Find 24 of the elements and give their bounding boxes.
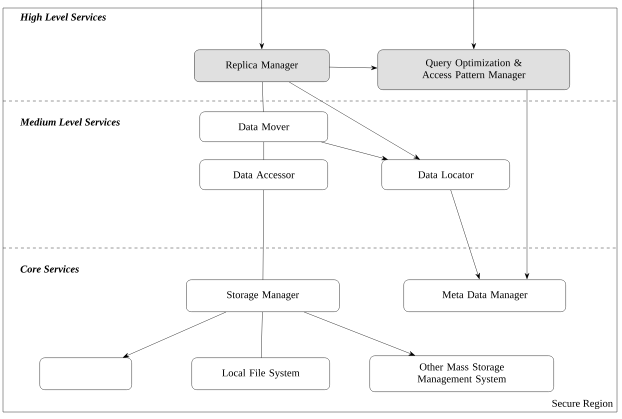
- service-box: Other Mass Storage Management System: [370, 356, 554, 392]
- arrow: [450, 190, 480, 280]
- arrow: [304, 312, 416, 356]
- arrow: [122, 312, 226, 358]
- arrow: [524, 90, 530, 280]
- arrow: [288, 82, 420, 160]
- band-heading: Core Services: [20, 265, 79, 273]
- service-box: Storage Manager: [186, 280, 340, 312]
- band-heading: High Level Services: [20, 13, 106, 23]
- service-box: Replica Manager: [194, 50, 330, 82]
- service-box: Meta Data Manager: [404, 280, 566, 312]
- arrow: [472, 0, 476, 50]
- service-box: Data Mover: [200, 112, 328, 142]
- empty-box: [40, 358, 132, 390]
- band-heading: Medium Level Services: [20, 118, 120, 126]
- service-box: Query Optimization & Access Pattern Manager: [378, 50, 570, 90]
- secure-region-frame: [2, 8, 618, 412]
- service-box: Data Locator: [382, 160, 510, 190]
- arrow: [321, 142, 388, 160]
- arrow: [329, 66, 378, 70]
- arrow: [260, 0, 264, 50]
- service-box: Data Accessor: [200, 160, 328, 190]
- service-box: Local File System: [192, 358, 330, 390]
- region-label: Secure Region: [552, 400, 613, 409]
